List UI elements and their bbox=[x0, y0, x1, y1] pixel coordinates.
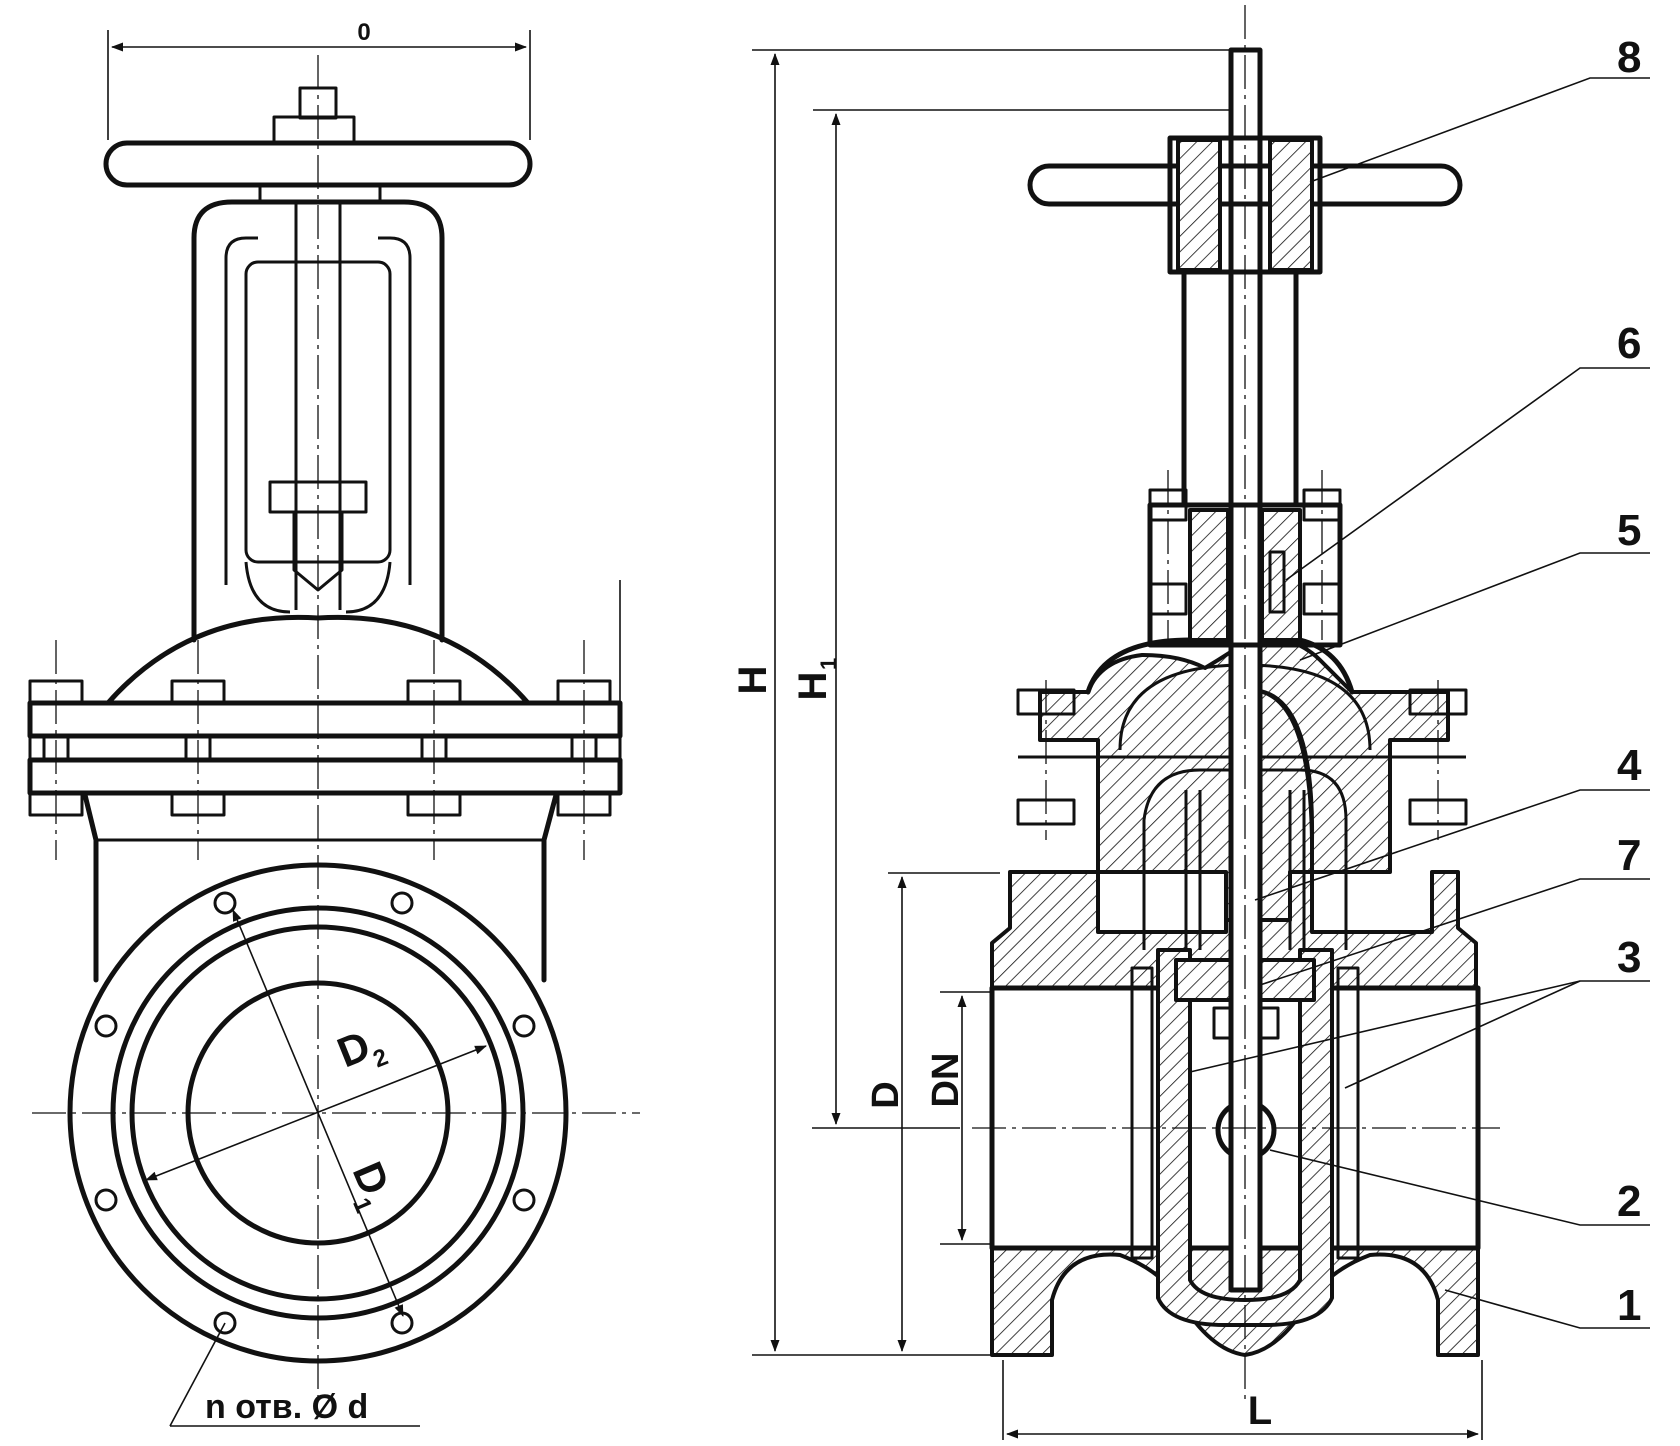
dimension-top-width: 0 bbox=[107, 19, 531, 140]
svg-text:H: H bbox=[731, 666, 775, 695]
holes-label: n отв. Ø d bbox=[205, 1388, 368, 1426]
svg-text:1: 1 bbox=[816, 658, 841, 670]
svg-text:D: D bbox=[865, 1081, 907, 1108]
dimension-D: D bbox=[865, 876, 907, 1352]
dimension-H1: H 1 bbox=[791, 113, 841, 1125]
callout-3: 3 bbox=[1617, 933, 1641, 982]
callout-numbers: 8 6 5 4 7 3 2 1 bbox=[1617, 33, 1642, 1330]
callout-leaders bbox=[1189, 77, 1650, 1329]
front-view: 0 bbox=[27, 19, 640, 1427]
gland-section bbox=[1147, 470, 1343, 648]
dimension-DN: DN bbox=[925, 991, 990, 1245]
yoke-section bbox=[1181, 267, 1299, 508]
bonnet-flange-front bbox=[27, 580, 623, 860]
callout-6: 6 bbox=[1617, 319, 1641, 368]
callout-2: 2 bbox=[1617, 1177, 1641, 1226]
svg-text:DN: DN bbox=[925, 1053, 967, 1108]
callout-4: 4 bbox=[1617, 741, 1642, 790]
dimension-H: H bbox=[731, 53, 780, 1352]
svg-text:H: H bbox=[791, 672, 835, 701]
callout-7: 7 bbox=[1617, 831, 1641, 880]
callout-8: 8 bbox=[1617, 33, 1641, 82]
callout-1: 1 bbox=[1617, 1281, 1641, 1330]
holes-leader bbox=[169, 1322, 226, 1427]
dimension-L: L bbox=[1002, 1360, 1483, 1440]
dim-top-label: 0 bbox=[357, 19, 370, 46]
section-view: H H 1 D DN L bbox=[731, 5, 1650, 1440]
callout-5: 5 bbox=[1617, 506, 1641, 555]
svg-text:L: L bbox=[1248, 1389, 1272, 1433]
